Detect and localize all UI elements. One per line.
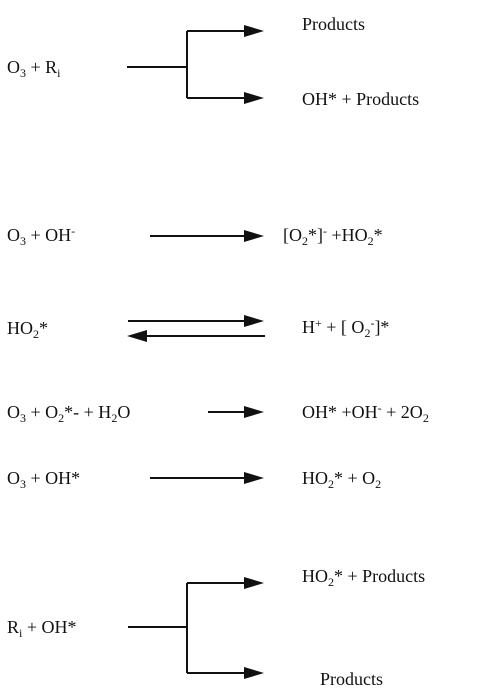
arrow-r4 [208, 406, 264, 418]
reaction-2-reactant: O3 + OH- [7, 224, 76, 248]
reaction-6-product-top: HO2* + Products [302, 566, 426, 589]
reaction-5-product: HO2* + O2 [302, 468, 382, 491]
reaction-3-reactant: HO2* [7, 318, 48, 341]
reaction-1-product-bottom: OH* + Products [302, 89, 420, 109]
equilibrium-arrow-r3 [127, 315, 265, 342]
reaction-5-reactant: O3 + OH* [7, 468, 81, 491]
reaction-6-reactant: Ri + OH* [7, 617, 77, 640]
arrow-r5 [150, 472, 264, 484]
branch-arrow-r6 [128, 577, 264, 679]
reaction-6-product-bottom: Products [320, 669, 383, 689]
reaction-1-reactant: O3 + Ri [7, 57, 61, 80]
reaction-3-product: H+ + [ O2-]* [302, 316, 390, 340]
branch-arrow-r1 [127, 25, 264, 104]
reaction-4-reactant: O3 + O2*- + H2O [7, 402, 131, 425]
reaction-1-product-top: Products [302, 14, 365, 34]
reaction-2-product: [O2*]- +HO2* [283, 224, 383, 248]
reaction-4-product: OH* +OH- + 2O2 [302, 401, 429, 425]
arrow-r2 [150, 230, 264, 242]
